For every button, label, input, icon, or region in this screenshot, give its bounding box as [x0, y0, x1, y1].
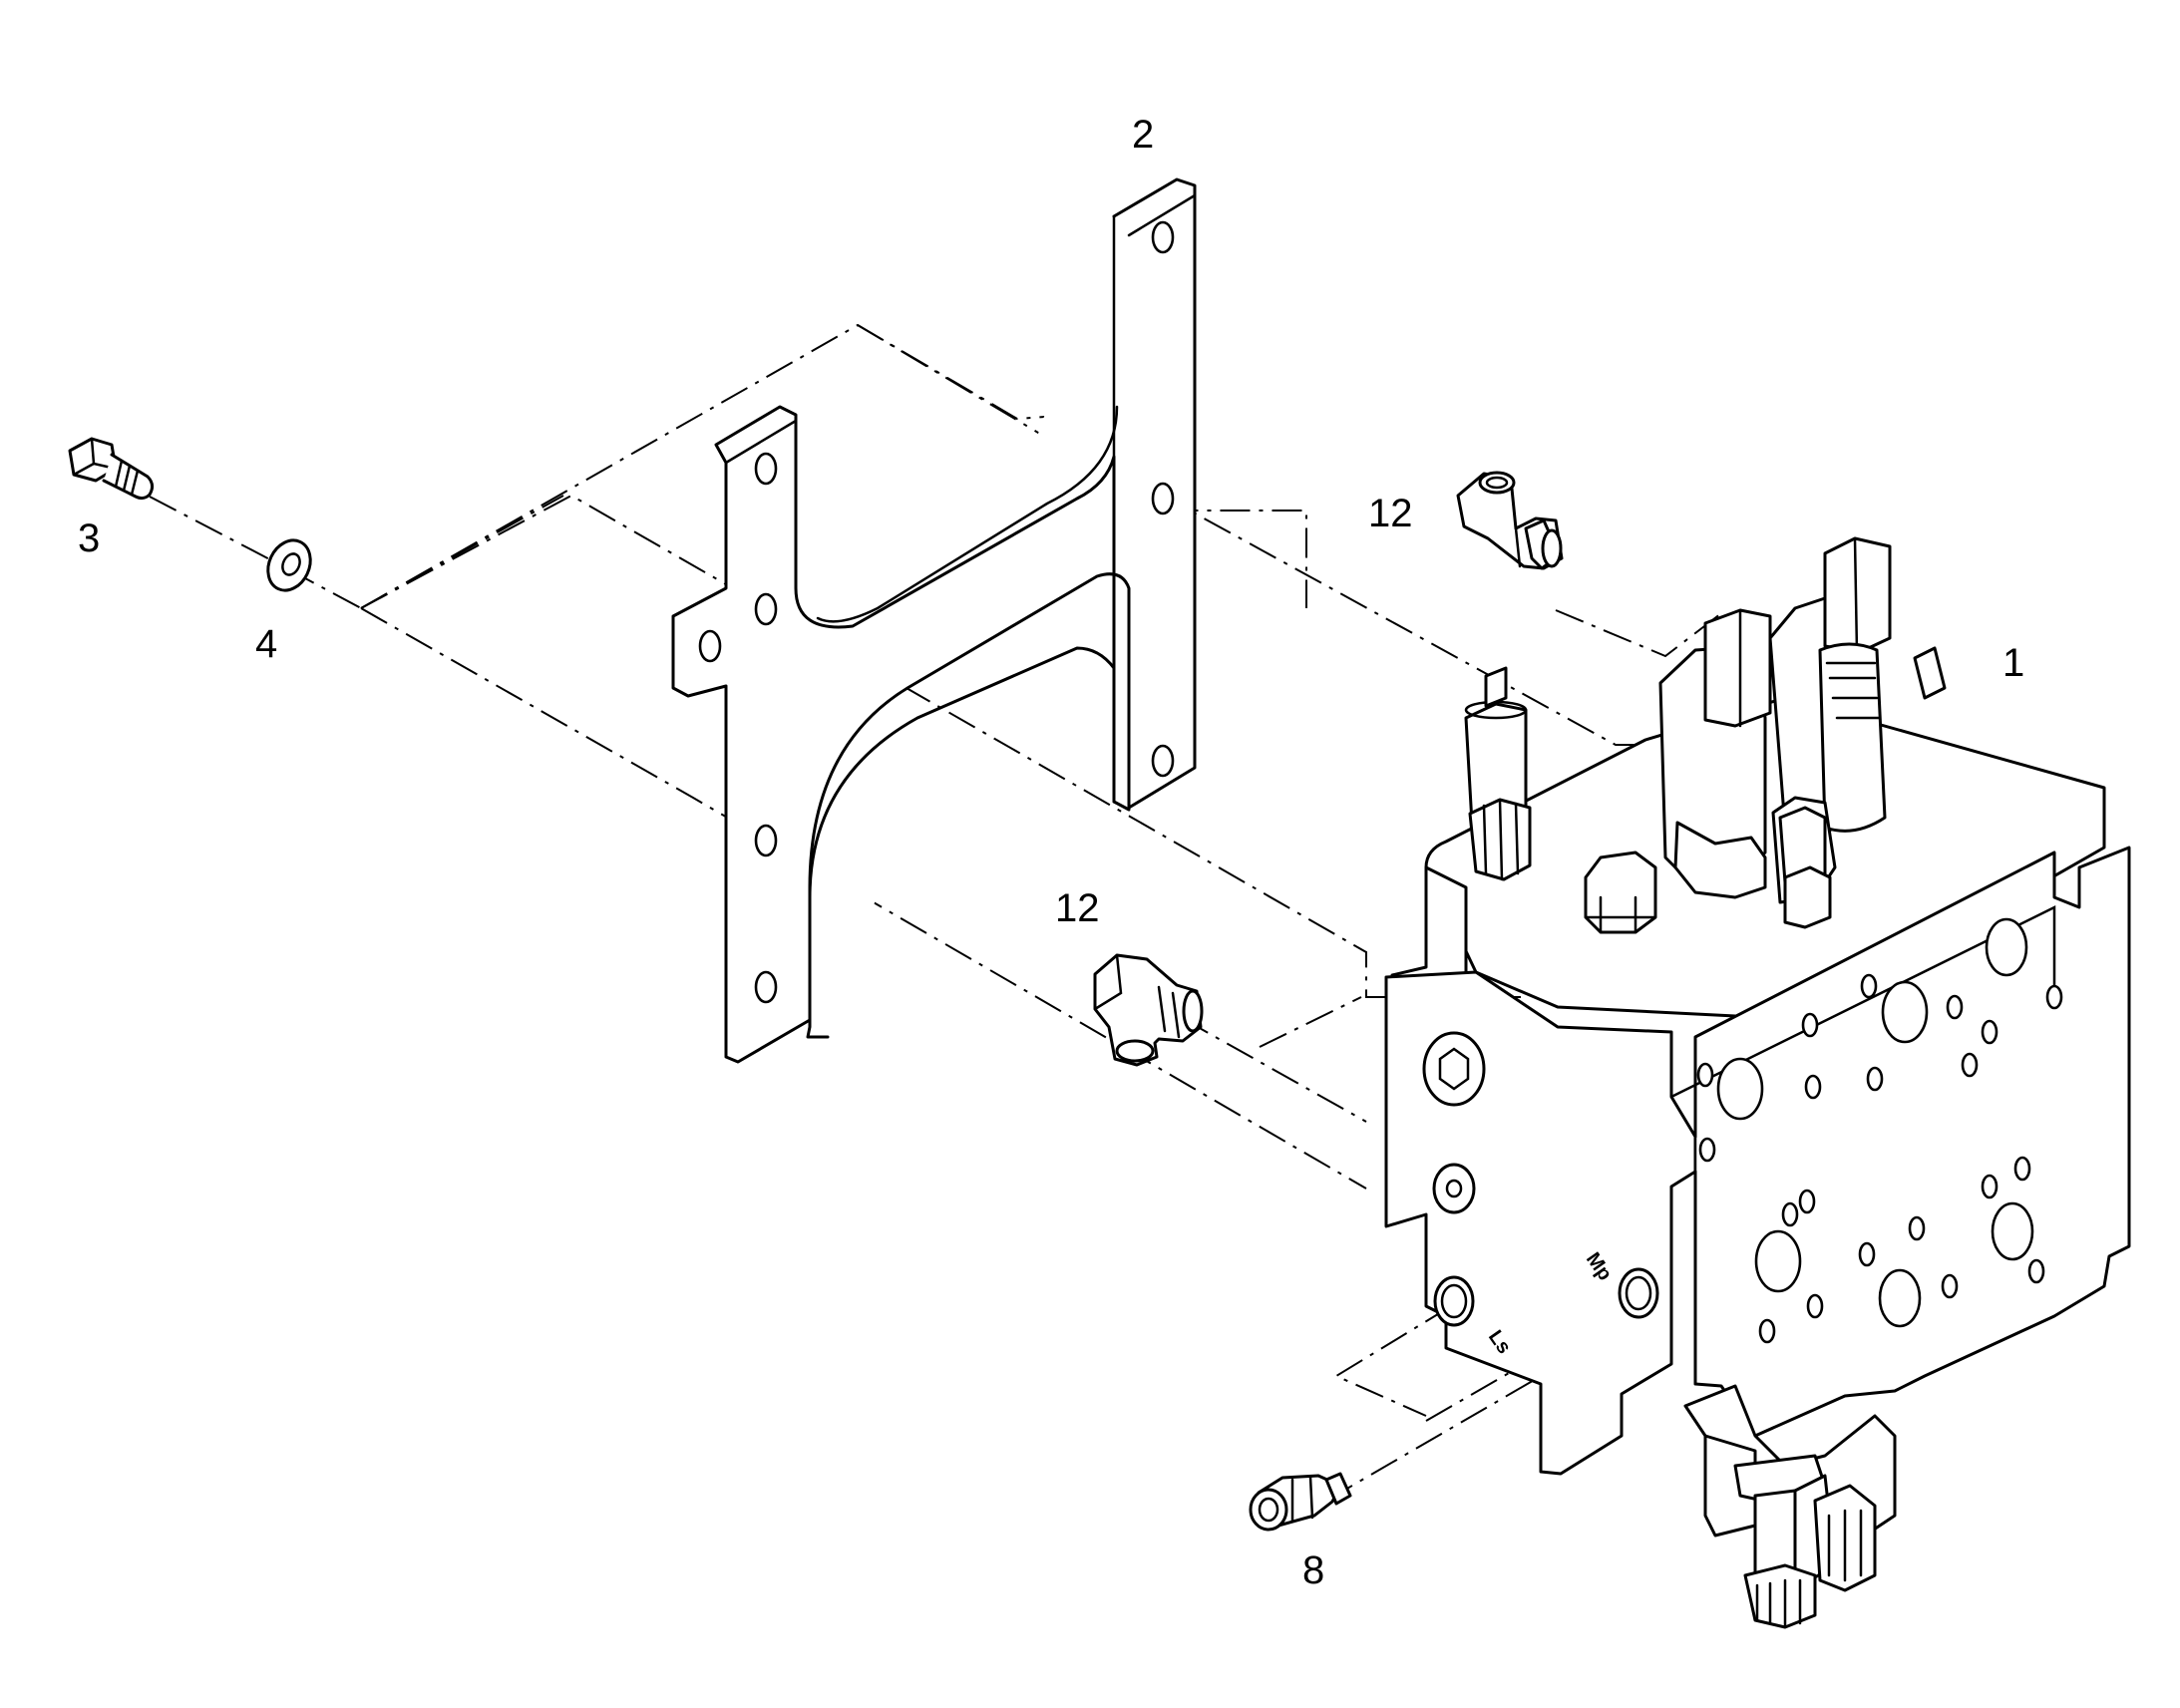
- bolt-hole: [1151, 482, 1175, 515]
- callout-8: 8: [1302, 1548, 1324, 1592]
- top-plug: [1584, 851, 1657, 934]
- lower-connector: [1743, 1563, 1817, 1629]
- callout-12-upper: 12: [1368, 492, 1413, 535]
- bolt-hole: [754, 452, 778, 486]
- callout-12-lower: 12: [1055, 886, 1100, 930]
- bracket-front: [671, 405, 1131, 1064]
- elbow-fitting-lower: [1093, 953, 1204, 1067]
- bolt: [68, 437, 155, 501]
- callout-3: 3: [78, 516, 100, 560]
- washer: [266, 538, 312, 592]
- elbow-fitting-upper: [1456, 471, 1564, 570]
- plug-hex-socket: [1422, 1031, 1486, 1107]
- callout-4: 4: [255, 622, 277, 666]
- callouts: 1 2 3 4 8 12 12: [78, 113, 2024, 1592]
- port-holes: [1696, 917, 2063, 1344]
- bolt-hole: [754, 592, 778, 626]
- callout-2: 2: [1132, 113, 1154, 157]
- bolt-hole: [698, 629, 722, 663]
- valve-block: Ls Mp: [1384, 536, 2131, 1629]
- connector-tab: [1913, 646, 1947, 700]
- plug-small: [1432, 1163, 1476, 1214]
- bolt-hole: [754, 824, 778, 857]
- bolt-hole: [1151, 220, 1175, 254]
- bolt-hole: [754, 970, 778, 1004]
- callout-1: 1: [2002, 641, 2024, 685]
- bolt-hole: [1151, 744, 1175, 778]
- solenoid-hex-left: [1703, 608, 1772, 728]
- straight-fitting: [1249, 1472, 1352, 1532]
